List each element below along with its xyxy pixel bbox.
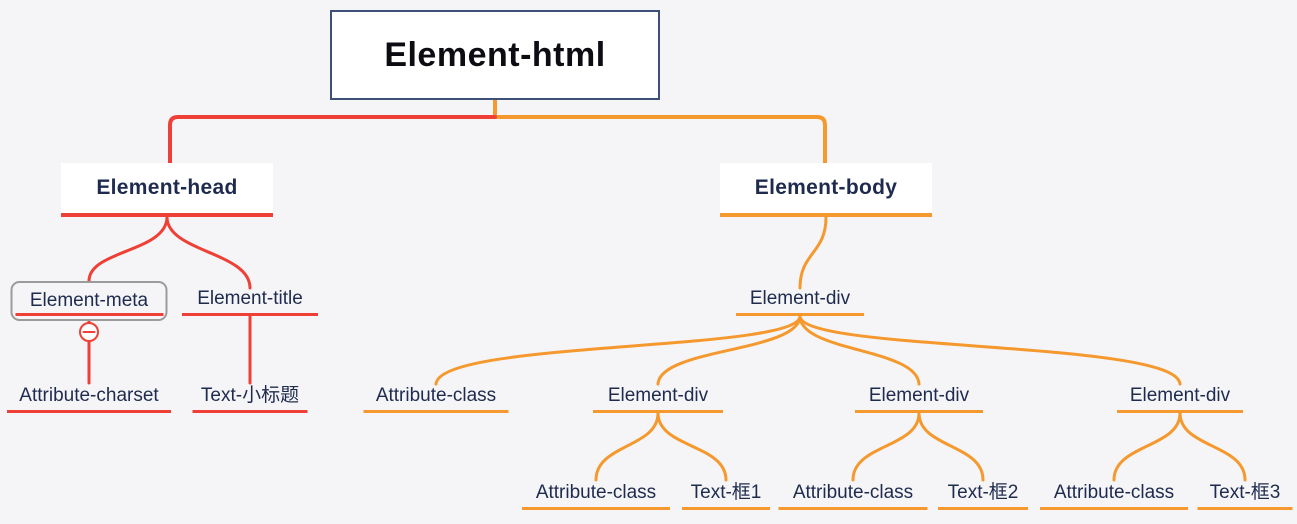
edge-div2-to-text bbox=[917, 411, 985, 482]
node-attribute-class-2[interactable]: Attribute-class bbox=[522, 482, 670, 510]
node-attribute-class-1[interactable]: Attribute-class bbox=[363, 385, 509, 413]
edge-root-to-head bbox=[168, 115, 497, 165]
node-attribute-class-4[interactable]: Attribute-class bbox=[1040, 482, 1188, 510]
edge-div3-to-text bbox=[1178, 411, 1247, 482]
node-label: Element-meta bbox=[15, 290, 163, 316]
node-text-box1[interactable]: Text-框1 bbox=[682, 482, 770, 510]
node-element-title[interactable]: Element-title bbox=[182, 288, 318, 316]
node-element-body[interactable]: Element-body bbox=[720, 163, 932, 217]
edge-head-to-meta bbox=[87, 215, 169, 283]
edge-div-to-div1 bbox=[656, 314, 802, 386]
edge-root-to-body bbox=[493, 115, 827, 165]
edge-body-to-div bbox=[798, 215, 828, 290]
node-element-meta[interactable]: Element-meta bbox=[10, 281, 168, 321]
node-attribute-charset[interactable]: Attribute-charset bbox=[7, 385, 171, 413]
node-element-div-2[interactable]: Element-div bbox=[855, 385, 983, 413]
node-element-html[interactable]: Element-html bbox=[330, 10, 660, 100]
edge-head-to-title bbox=[165, 215, 252, 290]
node-text-box3[interactable]: Text-框3 bbox=[1197, 482, 1293, 510]
edge-div-to-attrclass bbox=[434, 314, 802, 386]
edge-div2-to-attr bbox=[851, 411, 921, 482]
node-text-subtitle[interactable]: Text-小标题 bbox=[192, 385, 308, 413]
node-text-box2[interactable]: Text-框2 bbox=[938, 482, 1028, 510]
node-attribute-class-3[interactable]: Attribute-class bbox=[778, 482, 928, 510]
node-element-div-1[interactable]: Element-div bbox=[593, 385, 723, 413]
edge-div-to-div2 bbox=[798, 314, 921, 386]
edge-div1-to-attr bbox=[594, 411, 660, 482]
node-element-div-3[interactable]: Element-div bbox=[1117, 385, 1243, 413]
collapse-icon[interactable] bbox=[79, 322, 99, 342]
node-element-div[interactable]: Element-div bbox=[736, 288, 864, 316]
edge-div-to-div3 bbox=[798, 314, 1182, 386]
edge-div3-to-attr bbox=[1112, 411, 1182, 482]
node-element-head[interactable]: Element-head bbox=[61, 163, 273, 217]
edge-div1-to-text bbox=[656, 411, 728, 482]
